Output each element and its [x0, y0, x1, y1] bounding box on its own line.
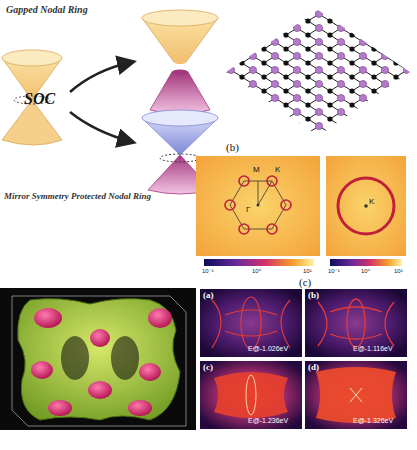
colorbar-tick: 10⁻¹ — [328, 268, 340, 275]
colorbar-tick: 10⁻¹ — [202, 268, 214, 275]
point-label: Γ — [246, 206, 250, 215]
point-label: M — [253, 166, 260, 175]
colorbar-tick: 10⁰ — [361, 268, 370, 275]
panel-letter: (c) — [299, 276, 311, 288]
arrow-label: SOC — [24, 90, 55, 108]
colorbar-tick: 10¹ — [303, 268, 312, 275]
point-label: K — [369, 198, 374, 207]
point-label: K — [275, 166, 280, 175]
panel-letter: (d) — [308, 363, 319, 373]
panel-letter: (b) — [226, 141, 239, 153]
colorbar-tick: 10⁰ — [252, 268, 261, 275]
panel-heading: Gapped Nodal Ring — [6, 4, 88, 15]
energy-label: E@-1.026eV — [248, 345, 288, 353]
energy-label: E@-1.326eV — [353, 417, 393, 425]
panel-heading: Mirror Symmetry Protected Nodal Ring — [4, 192, 151, 202]
energy-label: E@-1.236eV — [248, 417, 288, 425]
colorbar-tick: 10¹ — [394, 268, 403, 275]
panel-letter: (b) — [308, 291, 319, 301]
energy-label: E@-1.116eV — [353, 345, 393, 353]
panel-letter: (a) — [203, 291, 214, 301]
panel-letter: (c) — [203, 363, 213, 373]
